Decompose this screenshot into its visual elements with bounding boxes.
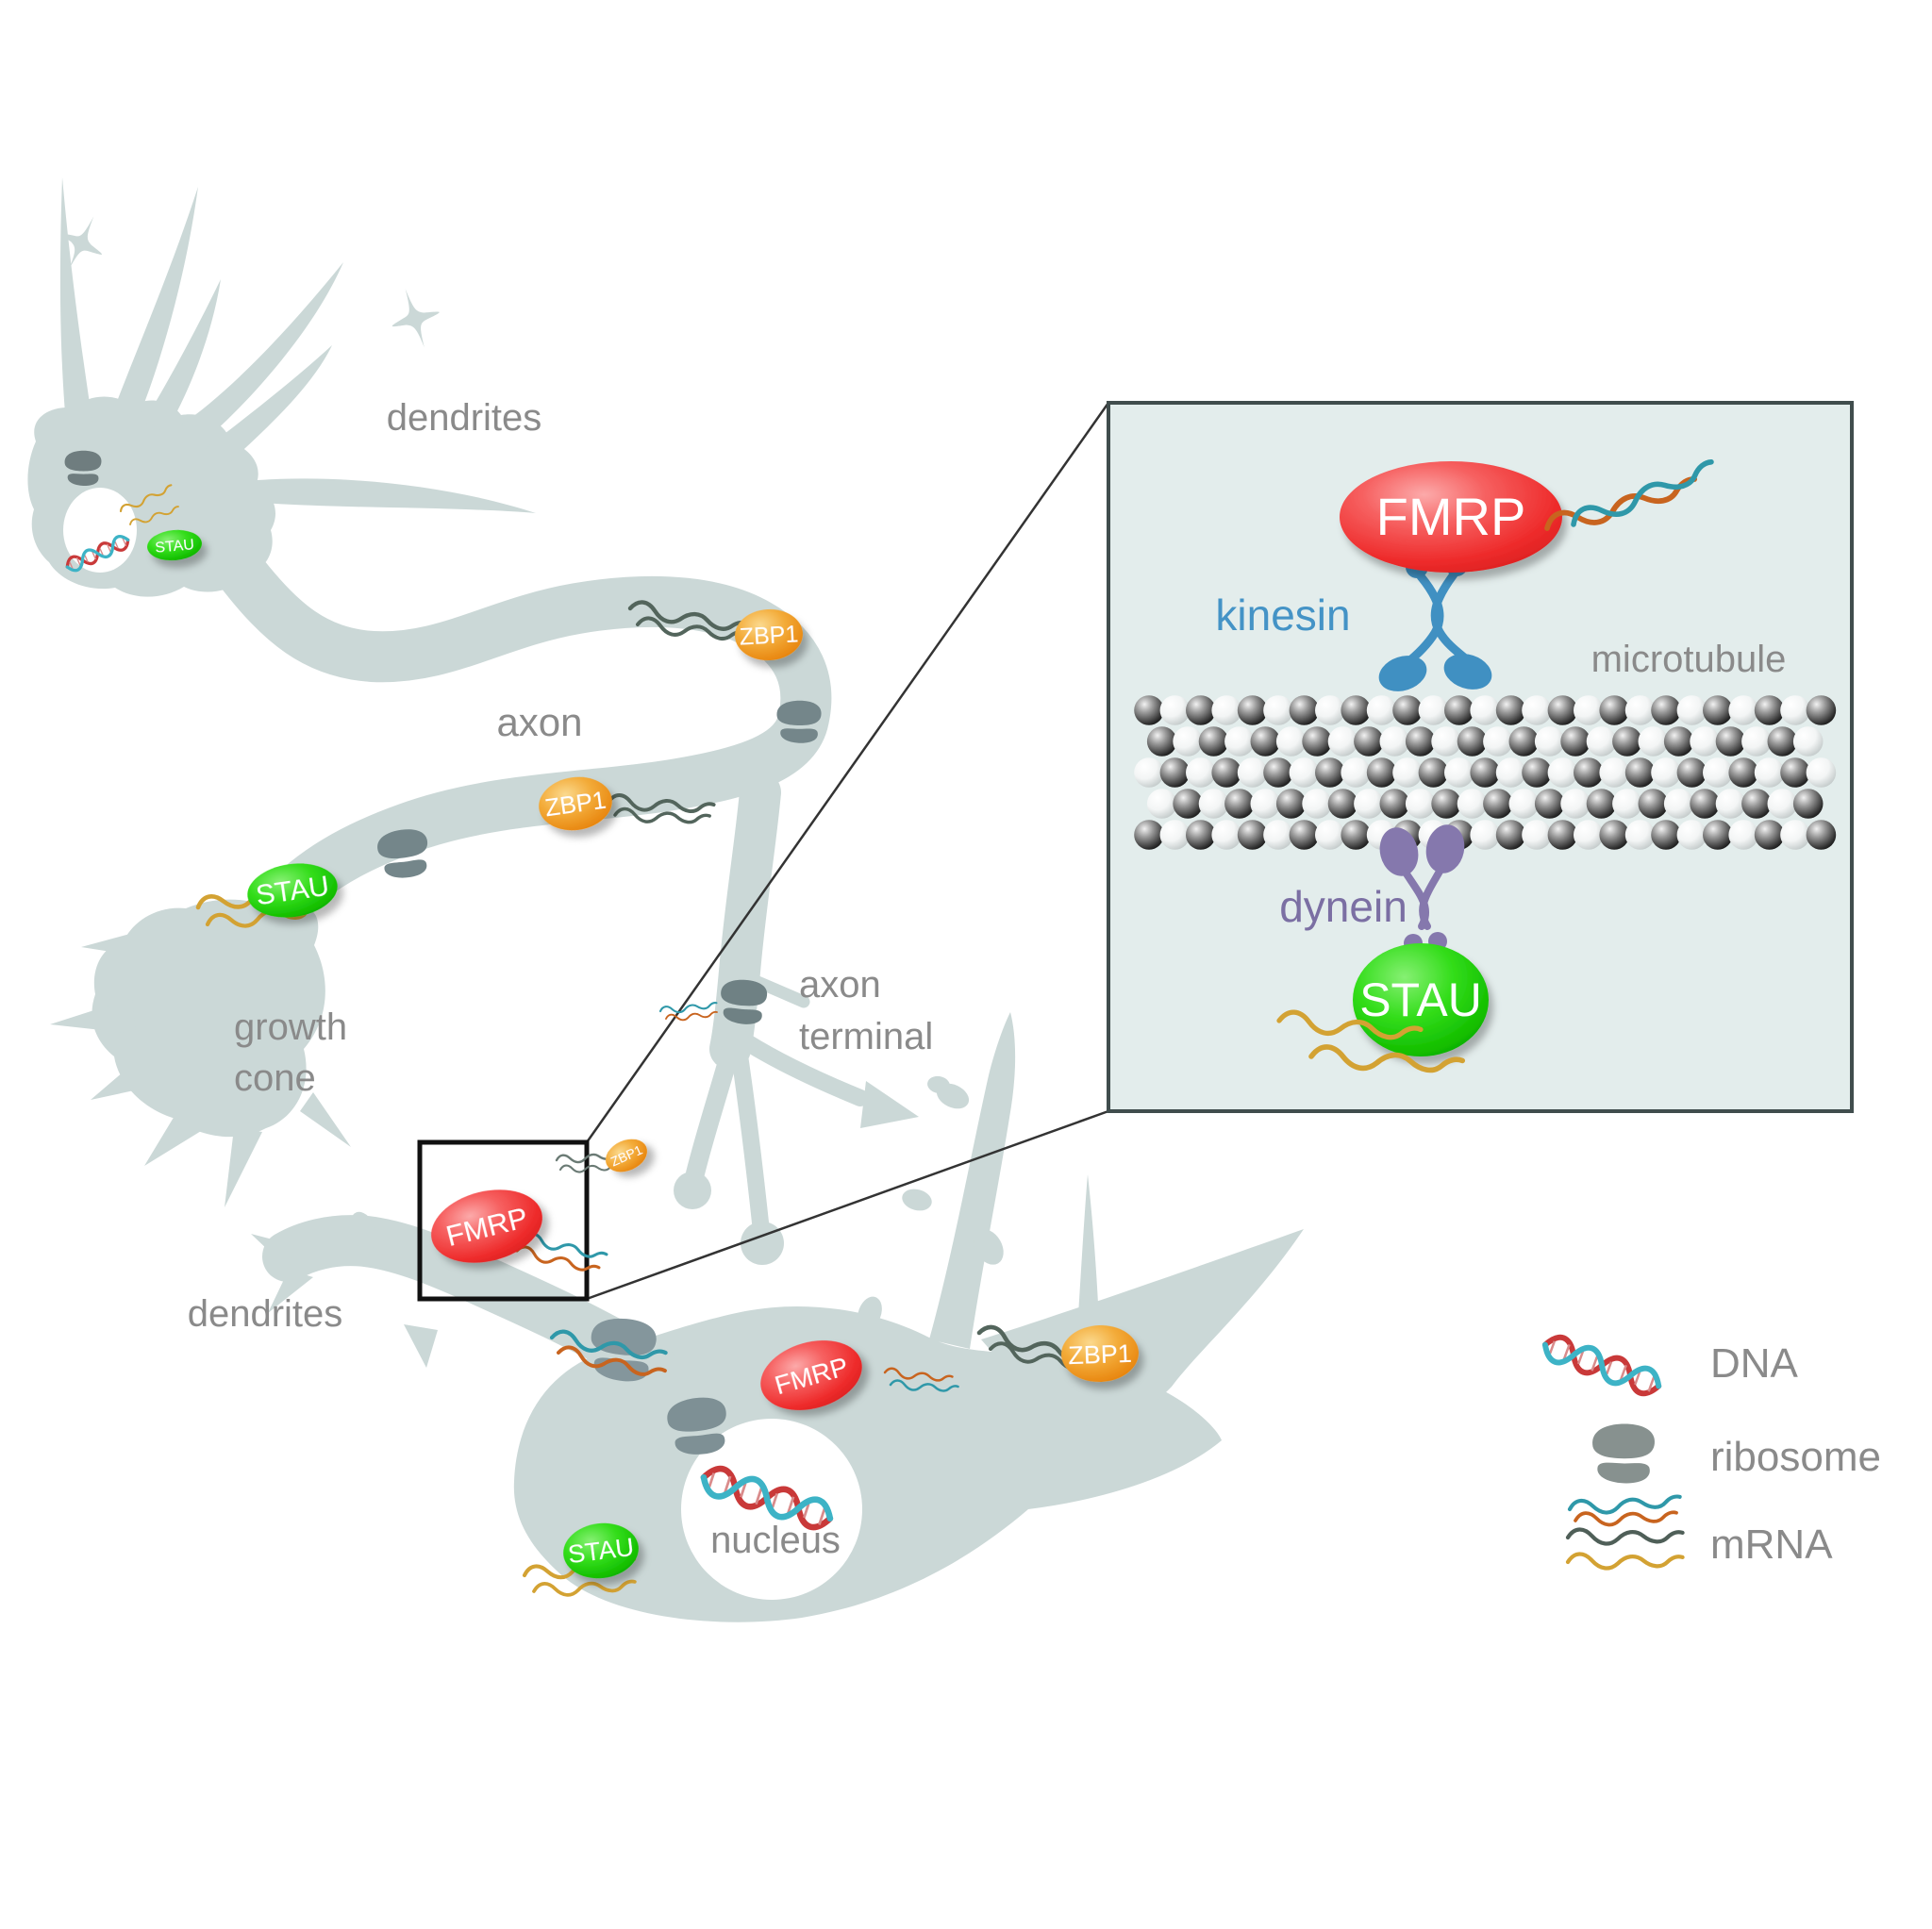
legend: DNA ribosome mRNA [1541, 1333, 1881, 1569]
nucleus-top [63, 488, 137, 573]
label-dendrites-bottom: dendrites [188, 1293, 343, 1335]
label-growth-cone-2: cone [234, 1057, 316, 1099]
ribosome-icon [64, 450, 102, 486]
inset-fmrp-label: FMRP [1376, 487, 1526, 546]
badge-zbp1: ZBP1 [606, 1139, 647, 1172]
badge-stau: STAU [147, 529, 202, 561]
badge-stau: STAU [563, 1522, 639, 1579]
badge-stau-label: STAU [155, 537, 195, 557]
inset-badge-stau: STAU [1353, 943, 1489, 1056]
badge-fmrp: FMRP [431, 1189, 542, 1263]
badge-zbp1-label: ZBP1 [739, 621, 799, 650]
dendrite-arm-left [262, 1215, 676, 1391]
inset-stau-label: STAU [1359, 973, 1482, 1026]
label-dynein: dynein [1279, 882, 1407, 931]
badge-zbp1: ZBP1 [1061, 1324, 1139, 1383]
neuron-top-axon [212, 542, 832, 937]
label-microtubule: microtubule [1591, 639, 1787, 680]
label-axon-terminal-1: axon [799, 964, 881, 1006]
zoom-source-box [417, 1139, 590, 1302]
dynein-motor [1379, 824, 1465, 953]
protein-badges: STAU ZBP1 ZBP1 STAU ZBP1 FMRP FMRP ZBP1 [147, 529, 1139, 1579]
inset-panel: FMRP STAU kinesin microtubule dynein [1107, 401, 1854, 1113]
neuron-top-branch [228, 478, 536, 513]
label-growth-cone-1: growth [234, 1006, 347, 1048]
legend-mrna-label: mRNA [1710, 1522, 1833, 1568]
label-kinesin: kinesin [1215, 590, 1350, 640]
badge-zbp1-label: ZBP1 [1068, 1339, 1133, 1370]
badge-stau: STAU [247, 863, 338, 918]
inset-connector-top [585, 402, 1110, 1143]
badge-zbp1: ZBP1 [735, 608, 803, 661]
badge-fmrp: FMRP [760, 1340, 862, 1410]
inset-connector-bottom [586, 1109, 1109, 1301]
axon-terminal-shape [686, 772, 869, 1231]
legend-ribosome-label: ribosome [1710, 1434, 1881, 1480]
microtubule-graphic [1134, 695, 1837, 850]
inset-badge-fmrp: FMRP [1340, 461, 1562, 573]
badge-zbp1: ZBP1 [539, 776, 612, 831]
label-dendrites-top: dendrites [387, 397, 542, 439]
label-axon-terminal-2: terminal [799, 1016, 933, 1057]
dendrite-wing-right [981, 1229, 1304, 1426]
dendrite-arm-upper-right [929, 1012, 1016, 1349]
mrna-icon [658, 1000, 719, 1016]
legend-dna-label: DNA [1710, 1340, 1799, 1387]
label-axon: axon [496, 700, 582, 744]
label-nucleus: nucleus [710, 1520, 841, 1561]
ribosome-icon [776, 700, 822, 743]
ribosome-icon [1592, 1423, 1655, 1484]
mrna-icon [1568, 1494, 1683, 1569]
dna-icon [1541, 1333, 1663, 1398]
